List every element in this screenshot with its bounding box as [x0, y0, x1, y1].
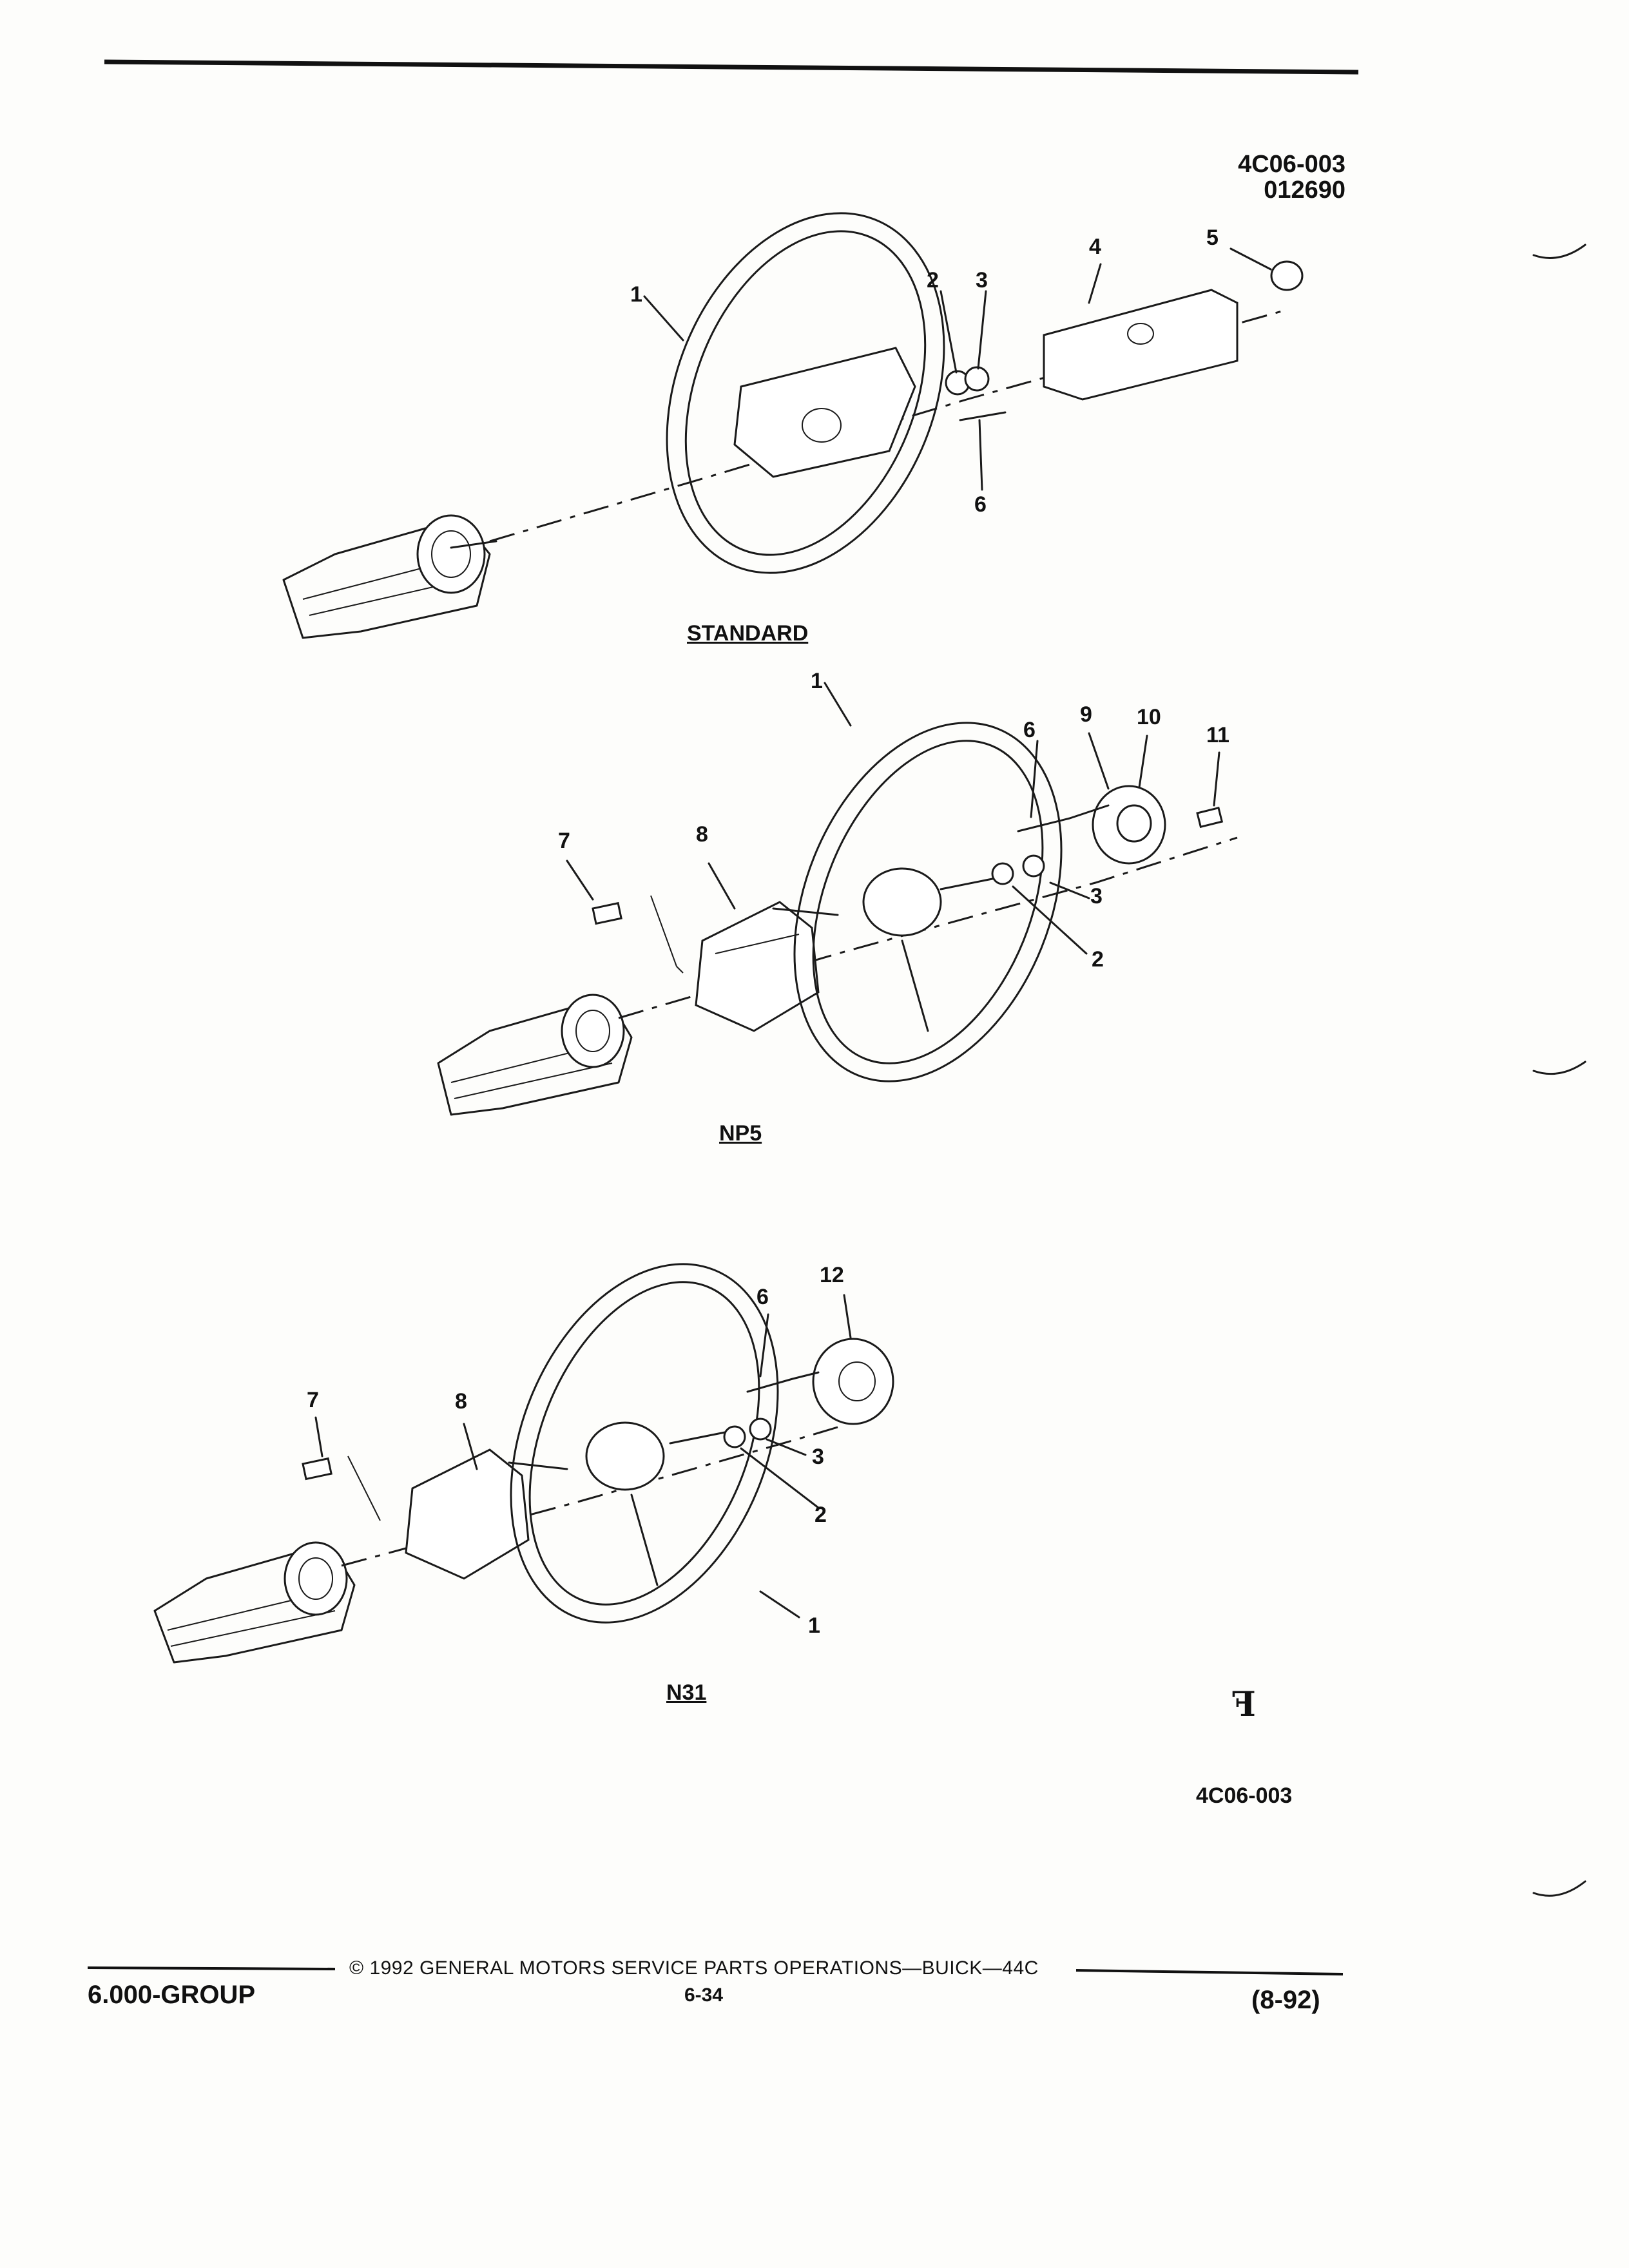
binding-mark-1	[1532, 244, 1586, 259]
steering-column-3	[153, 1552, 356, 1664]
standard-wheel	[666, 212, 945, 574]
section-caption-standard: STANDARD	[687, 621, 809, 646]
callout: 7	[558, 829, 570, 853]
footer-rule-left	[87, 1966, 336, 1970]
callout: 3	[976, 268, 988, 293]
np5-wheel	[793, 722, 1063, 1082]
steering-column-1	[282, 521, 491, 639]
callout: 10	[1137, 705, 1161, 729]
np5-diagram	[437, 682, 1238, 1116]
figure-ref-code: 4C06-003	[1238, 151, 1345, 178]
callout: 12	[820, 1263, 844, 1287]
binding-mark-3	[1532, 1880, 1586, 1897]
emblem-10	[1116, 804, 1152, 843]
top-rule	[104, 59, 1359, 75]
steering-column-2	[437, 1004, 633, 1116]
logo-mark: ꟻ	[1232, 1685, 1256, 1724]
binding-mark-2	[1532, 1061, 1586, 1075]
callout: 1	[630, 282, 642, 307]
footer-copyright: © 1992 GENERAL MOTORS SERVICE PARTS OPER…	[349, 1957, 1039, 1979]
n31-wheel	[510, 1263, 779, 1624]
callout: 1	[811, 669, 823, 693]
callout: 6	[757, 1285, 769, 1309]
section-caption-n31: N31	[666, 1680, 707, 1705]
callout: 1	[808, 1613, 820, 1638]
footer-revision-date: (8-92)	[1251, 1986, 1320, 2014]
callout: 5	[1206, 226, 1219, 250]
callout: 6	[1023, 718, 1036, 742]
callout: 2	[815, 1503, 827, 1527]
shroud-8	[695, 901, 820, 1032]
callout: 9	[1080, 702, 1092, 727]
callout: 6	[974, 492, 987, 517]
emblem-5	[1270, 260, 1304, 291]
callout: 8	[455, 1389, 467, 1414]
callout: 3	[812, 1445, 824, 1469]
n31-diagram	[153, 1263, 894, 1664]
section-caption-np5: NP5	[719, 1121, 762, 1146]
callout: 8	[696, 822, 708, 847]
footer-rule-right	[1075, 1969, 1344, 1975]
callout: 11	[1206, 723, 1229, 747]
footer-page-number: 6-34	[684, 1984, 724, 2006]
footer-figure-ref: 4C06-003	[1196, 1783, 1293, 1808]
figure-ref-date: 012690	[1264, 177, 1345, 204]
standard-diagram	[282, 212, 1304, 639]
horn-pad-12	[812, 1338, 894, 1425]
callout: 3	[1090, 884, 1103, 908]
callout: 4	[1089, 235, 1101, 259]
footer-group: 6.000-GROUP	[88, 1981, 256, 2009]
callout: 2	[927, 268, 939, 293]
callout: 7	[307, 1388, 319, 1412]
shroud-8-n31	[405, 1448, 530, 1580]
callout: 2	[1092, 947, 1104, 972]
